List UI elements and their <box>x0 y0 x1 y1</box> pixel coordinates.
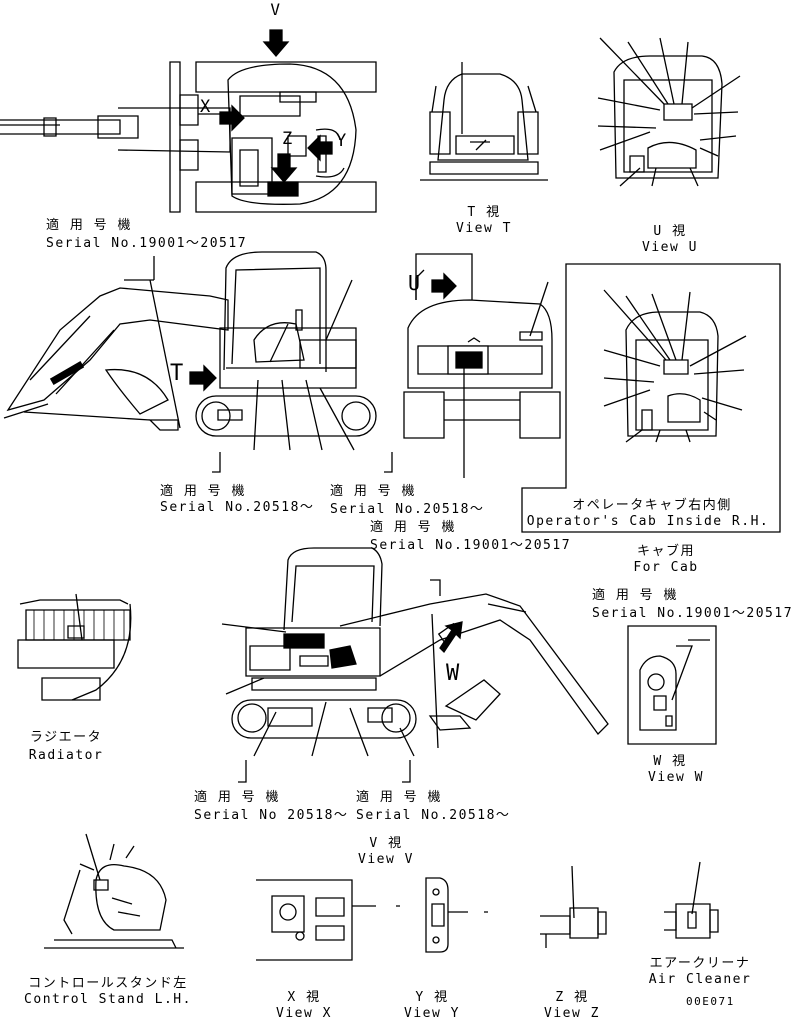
serial-5-jp: 適 用 号 機 <box>592 588 678 603</box>
air-cleaner-label: Air Cleaner <box>648 972 752 987</box>
radiator-label: Radiator <box>28 748 104 763</box>
view-z-drawing <box>540 866 606 948</box>
control-stand-drawing <box>44 834 184 948</box>
rear-view-machine <box>404 254 560 478</box>
arrow-y <box>308 136 332 160</box>
arrow-x <box>220 106 244 130</box>
serial-1: Serial No.19001～20517 <box>46 236 248 251</box>
control-stand-label: Control Stand L.H. <box>24 992 192 1007</box>
view-y-title-jp: Y 視 <box>415 990 449 1005</box>
view-w-drawing <box>628 626 716 744</box>
cab-inside-rh-drawing <box>522 264 780 532</box>
for-cab-label: For Cab <box>633 560 699 575</box>
view-u-title-jp: U 視 <box>653 224 687 239</box>
view-t-title: View T <box>456 221 512 236</box>
serial-2-jp: 適 用 号 機 <box>160 484 246 499</box>
top-view-machine <box>0 30 376 212</box>
callout-w-label: W <box>446 661 461 686</box>
view-z-title-jp: Z 視 <box>555 990 589 1005</box>
serial-2: Serial No.20518～ <box>160 500 315 515</box>
view-y-title: View Y <box>404 1006 460 1021</box>
view-y-drawing <box>426 878 488 952</box>
view-z-title: View Z <box>544 1006 600 1021</box>
serial-6-jp: 適 用 号 機 <box>194 790 280 805</box>
view-w-title: View W <box>648 770 704 785</box>
serial-3: Serial No.20518～ <box>330 502 485 517</box>
serial-3-jp: 適 用 号 機 <box>330 484 416 499</box>
view-x-title: View X <box>276 1006 332 1021</box>
serial-7-jp: 適 用 号 機 <box>356 790 442 805</box>
cab-inside-jp: オペレータキャブ右内側 <box>572 498 732 513</box>
cab-inside-label: Operator's Cab Inside R.H. <box>526 514 770 529</box>
serial-4: Serial No.19001～20517 <box>370 538 572 553</box>
for-cab-jp: キャブ用 <box>636 544 696 559</box>
view-v-callout: V <box>270 0 282 19</box>
callout-t-label: T <box>170 361 185 386</box>
view-t-drawing <box>420 62 548 180</box>
serial-6: Serial No 20518～ <box>194 808 349 823</box>
view-v-title: View V <box>358 852 414 867</box>
arrow-z <box>272 154 296 182</box>
radiator-drawing <box>18 594 131 700</box>
arrow-v <box>264 30 288 56</box>
left-side-view-machine <box>222 548 608 782</box>
air-cleaner-drawing <box>664 862 718 938</box>
callout-z-label: Z <box>282 129 294 149</box>
radiator-jp: ラジエータ <box>29 730 103 745</box>
callout-x-label: X <box>200 97 212 117</box>
control-stand-jp: コントロールスタンド左 <box>28 976 188 991</box>
callout-y-label: Y <box>336 131 348 151</box>
air-cleaner-jp: エアークリーナ <box>649 956 751 971</box>
serial-1-jp: 適 用 号 機 <box>46 218 132 233</box>
view-v-title-jp: V 視 <box>369 836 403 851</box>
view-x-title-jp: X 視 <box>287 990 321 1005</box>
serial-7: Serial No.20518～ <box>356 808 511 823</box>
drawing-number: 00E071 <box>686 995 735 1008</box>
arrow-w <box>440 622 462 652</box>
view-u-title: View U <box>642 240 698 255</box>
view-w-title-jp: W 視 <box>653 754 687 769</box>
serial-5: Serial No.19001～20517 <box>592 606 793 621</box>
view-t-title-jp: T 視 <box>467 205 501 220</box>
view-u-drawing <box>598 38 740 186</box>
view-x-drawing <box>256 880 400 960</box>
arrow-u <box>432 274 456 298</box>
callout-u-label: U <box>408 271 422 295</box>
arrow-t <box>190 366 216 390</box>
side-view-machine <box>4 252 392 472</box>
serial-4-jp: 適 用 号 機 <box>370 520 456 535</box>
